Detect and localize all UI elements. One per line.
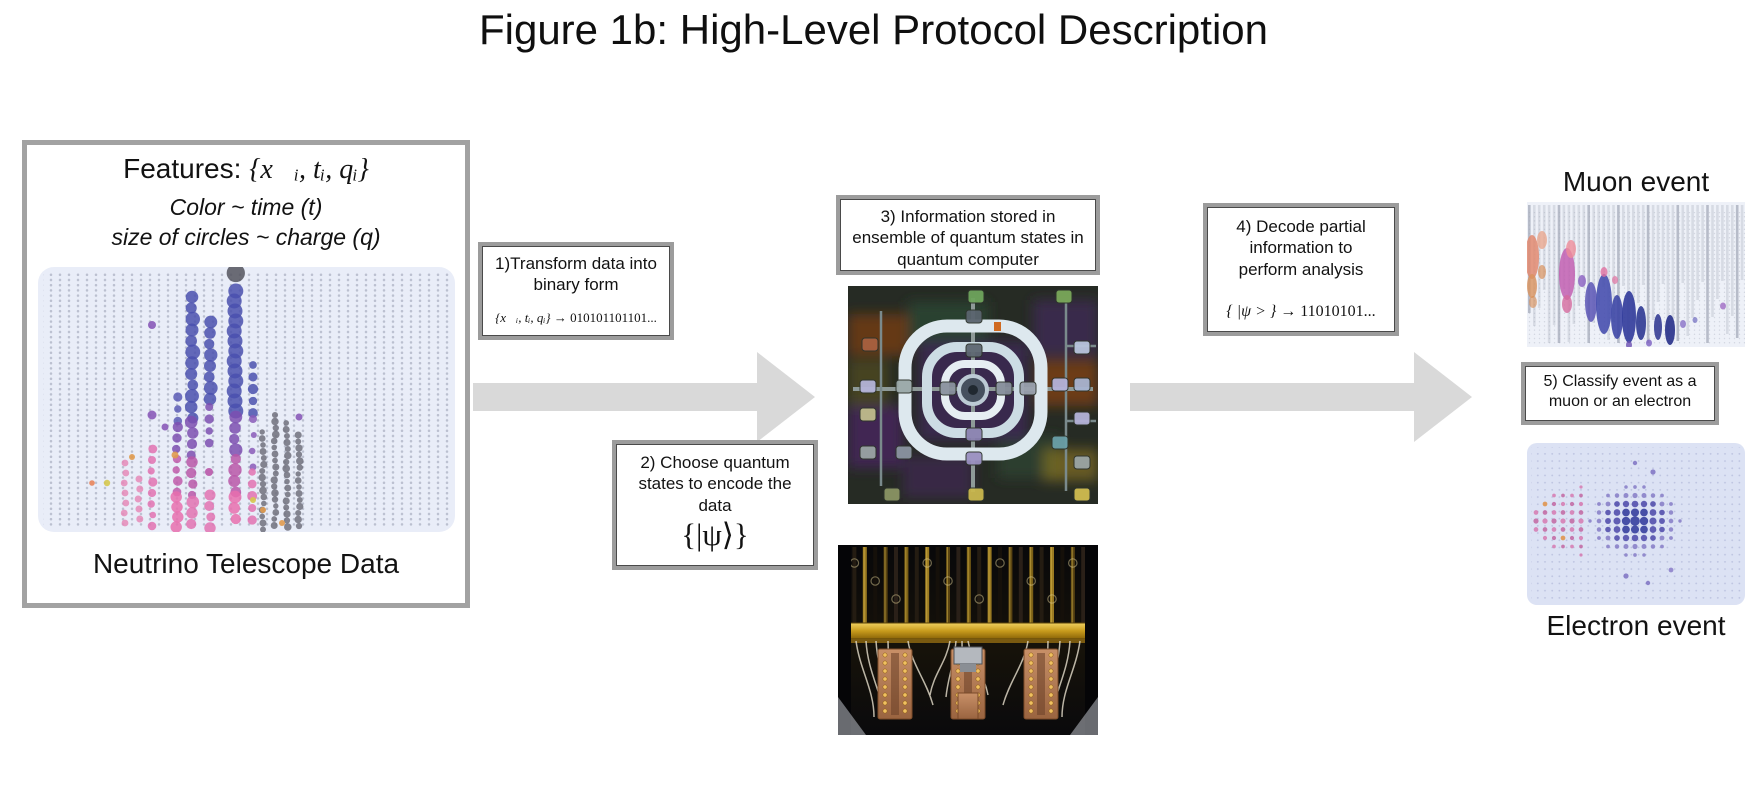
features-line: Features: {x⃗ᵢ, tᵢ, qᵢ} xyxy=(27,153,465,186)
step4-box: 4) Decode partial information to perform… xyxy=(1207,207,1395,332)
color-note: Color ~ time (t) xyxy=(169,194,323,220)
step4-formula-lhs: { |ψ > } xyxy=(1226,303,1277,320)
muon-event-image xyxy=(1527,202,1745,347)
muon-event-label: Muon event xyxy=(1562,166,1710,197)
step1-formula-rhs: → 010101101101... xyxy=(550,309,657,325)
input-data-panel: Features: {x⃗ᵢ, tᵢ, qᵢ} Color ~ time (t)… xyxy=(22,140,470,608)
step3-label: 3) Information stored in ensemble of qua… xyxy=(852,207,1084,269)
step1-label: 1)Transform data into binary form xyxy=(495,254,657,295)
step1-formula-lhs: {x⃗ᵢ, tᵢ, qᵢ} xyxy=(495,309,551,325)
quantum-computer-photo xyxy=(838,545,1098,735)
features-set-math: {x⃗ᵢ, tᵢ, qᵢ} xyxy=(249,154,369,185)
step1-box: 1)Transform data into binary form {x⃗ᵢ, … xyxy=(482,246,670,336)
step4-label: 4) Decode partial information to perform… xyxy=(1236,217,1366,279)
neutrino-data-image xyxy=(38,267,455,532)
flow-arrow-left xyxy=(473,352,815,442)
step4-formula-rhs: → 11010101... xyxy=(1276,303,1376,320)
electron-event-image xyxy=(1527,443,1745,605)
step3-box: 3) Information stored in ensemble of qua… xyxy=(840,199,1096,271)
figure-title: Figure 1b: High-Level Protocol Descripti… xyxy=(478,6,1269,53)
step4-formula: { |ψ > } → 11010101... xyxy=(1208,302,1394,331)
step1-formula: {x⃗ᵢ, tᵢ, qᵢ} → 010101101101... xyxy=(483,310,669,335)
flow-arrow-right xyxy=(1130,352,1472,442)
step5-box: 5) Classify event as a muon or an electr… xyxy=(1525,366,1715,421)
step5-label: 5) Classify event as a muon or an electr… xyxy=(1543,373,1697,410)
features-label: Features: xyxy=(123,153,242,184)
quantum-chip-art-image xyxy=(848,286,1098,504)
size-note: size of circles ~ charge (q) xyxy=(111,224,381,250)
electron-event-label: Electron event xyxy=(1546,610,1726,641)
step2-box: 2) Choose quantum states to encode the d… xyxy=(616,444,814,566)
input-panel-caption: Neutrino Telescope Data xyxy=(92,548,400,579)
step2-label: 2) Choose quantum states to encode the d… xyxy=(638,453,792,515)
step2-state-set: {|ψ⟩} xyxy=(681,516,749,552)
